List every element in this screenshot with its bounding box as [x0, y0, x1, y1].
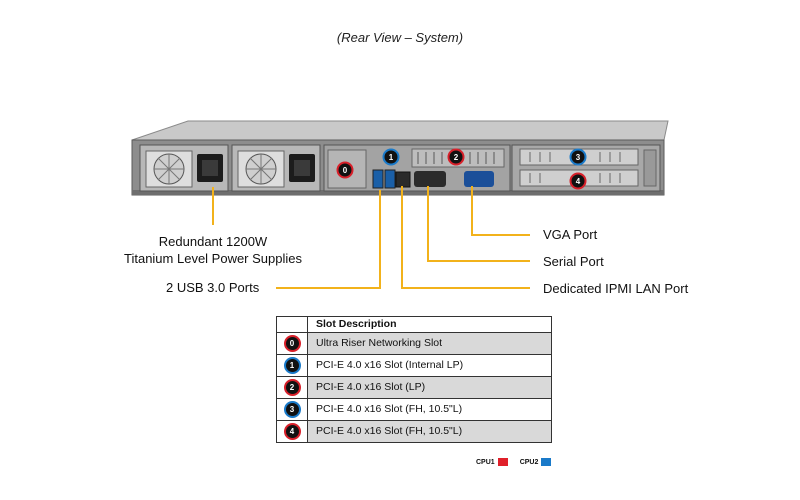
- svg-text:0: 0: [343, 166, 348, 175]
- slot-badge-4: 4: [569, 172, 587, 190]
- slot-badge-icon: 0: [283, 334, 301, 352]
- slot-description-table: Slot Description 0 Ultra Riser Networkin…: [276, 316, 552, 443]
- slot-badge-icon: 2: [283, 378, 301, 396]
- slot-badge-icon: 4: [283, 422, 301, 440]
- table-row: 4 PCI-E 4.0 x16 Slot (FH, 10.5"L): [276, 420, 552, 443]
- slot-badge-1: 1: [382, 148, 400, 166]
- slot-badge-0: 0: [336, 161, 354, 179]
- vga-callout: VGA Port: [543, 227, 598, 242]
- table-row: 2 PCI-E 4.0 x16 Slot (LP): [276, 376, 552, 399]
- table-header-icon-cell: [276, 316, 308, 333]
- slot-description: PCI-E 4.0 x16 Slot (FH, 10.5"L): [307, 398, 552, 421]
- slot-badge-2: 2: [447, 148, 465, 166]
- cpu2-swatch: [541, 458, 552, 466]
- table-row: 3 PCI-E 4.0 x16 Slot (FH, 10.5"L): [276, 398, 552, 421]
- svg-text:2: 2: [454, 153, 459, 162]
- usb-callout: 2 USB 3.0 Ports: [166, 280, 260, 295]
- power-supply-1: [139, 144, 229, 192]
- cpu1-swatch: [497, 458, 508, 466]
- figure-caption: (Rear View – System): [336, 30, 464, 45]
- table-row: 1 PCI-E 4.0 x16 Slot (Internal LP): [276, 354, 552, 377]
- cpu-legend: CPU1 CPU2: [476, 458, 552, 466]
- callout-line-serial: [427, 186, 530, 262]
- callout-line-usb: [276, 190, 381, 289]
- slot-badge-icon: 3: [283, 400, 301, 418]
- slot-description: Ultra Riser Networking Slot: [307, 332, 552, 355]
- table-header-row: Slot Description: [276, 316, 552, 333]
- svg-text:4: 4: [576, 177, 581, 186]
- slot-badge-icon: 1: [283, 356, 301, 374]
- serial-callout: Serial Port: [543, 254, 604, 269]
- svg-text:1: 1: [389, 153, 394, 162]
- slot-description: PCI-E 4.0 x16 Slot (LP): [307, 376, 552, 399]
- svg-text:3: 3: [576, 153, 581, 162]
- cpu2-legend-label: CPU2: [519, 458, 539, 466]
- table-row: 0 Ultra Riser Networking Slot: [276, 332, 552, 355]
- slot-description: PCI-E 4.0 x16 Slot (Internal LP): [307, 354, 552, 377]
- power-supply-callout-line1: Redundant 1200W: [158, 234, 268, 249]
- table-header-slot-description: Slot Description: [307, 316, 552, 333]
- cpu1-legend-label: CPU1: [476, 458, 495, 466]
- slot-description: PCI-E 4.0 x16 Slot (FH, 10.5"L): [307, 420, 552, 443]
- power-supply-callout-line2: Titanium Level Power Supplies: [124, 251, 302, 266]
- ipmi-callout: Dedicated IPMI LAN Port: [543, 281, 689, 296]
- callout-line-vga: [471, 186, 530, 236]
- slot-badge-3: 3: [569, 148, 587, 166]
- power-supply-2: [231, 144, 321, 192]
- callout-line-ipmi: [401, 186, 530, 289]
- power-supply-callout: Redundant 1200W Titanium Level Power Sup…: [118, 233, 308, 267]
